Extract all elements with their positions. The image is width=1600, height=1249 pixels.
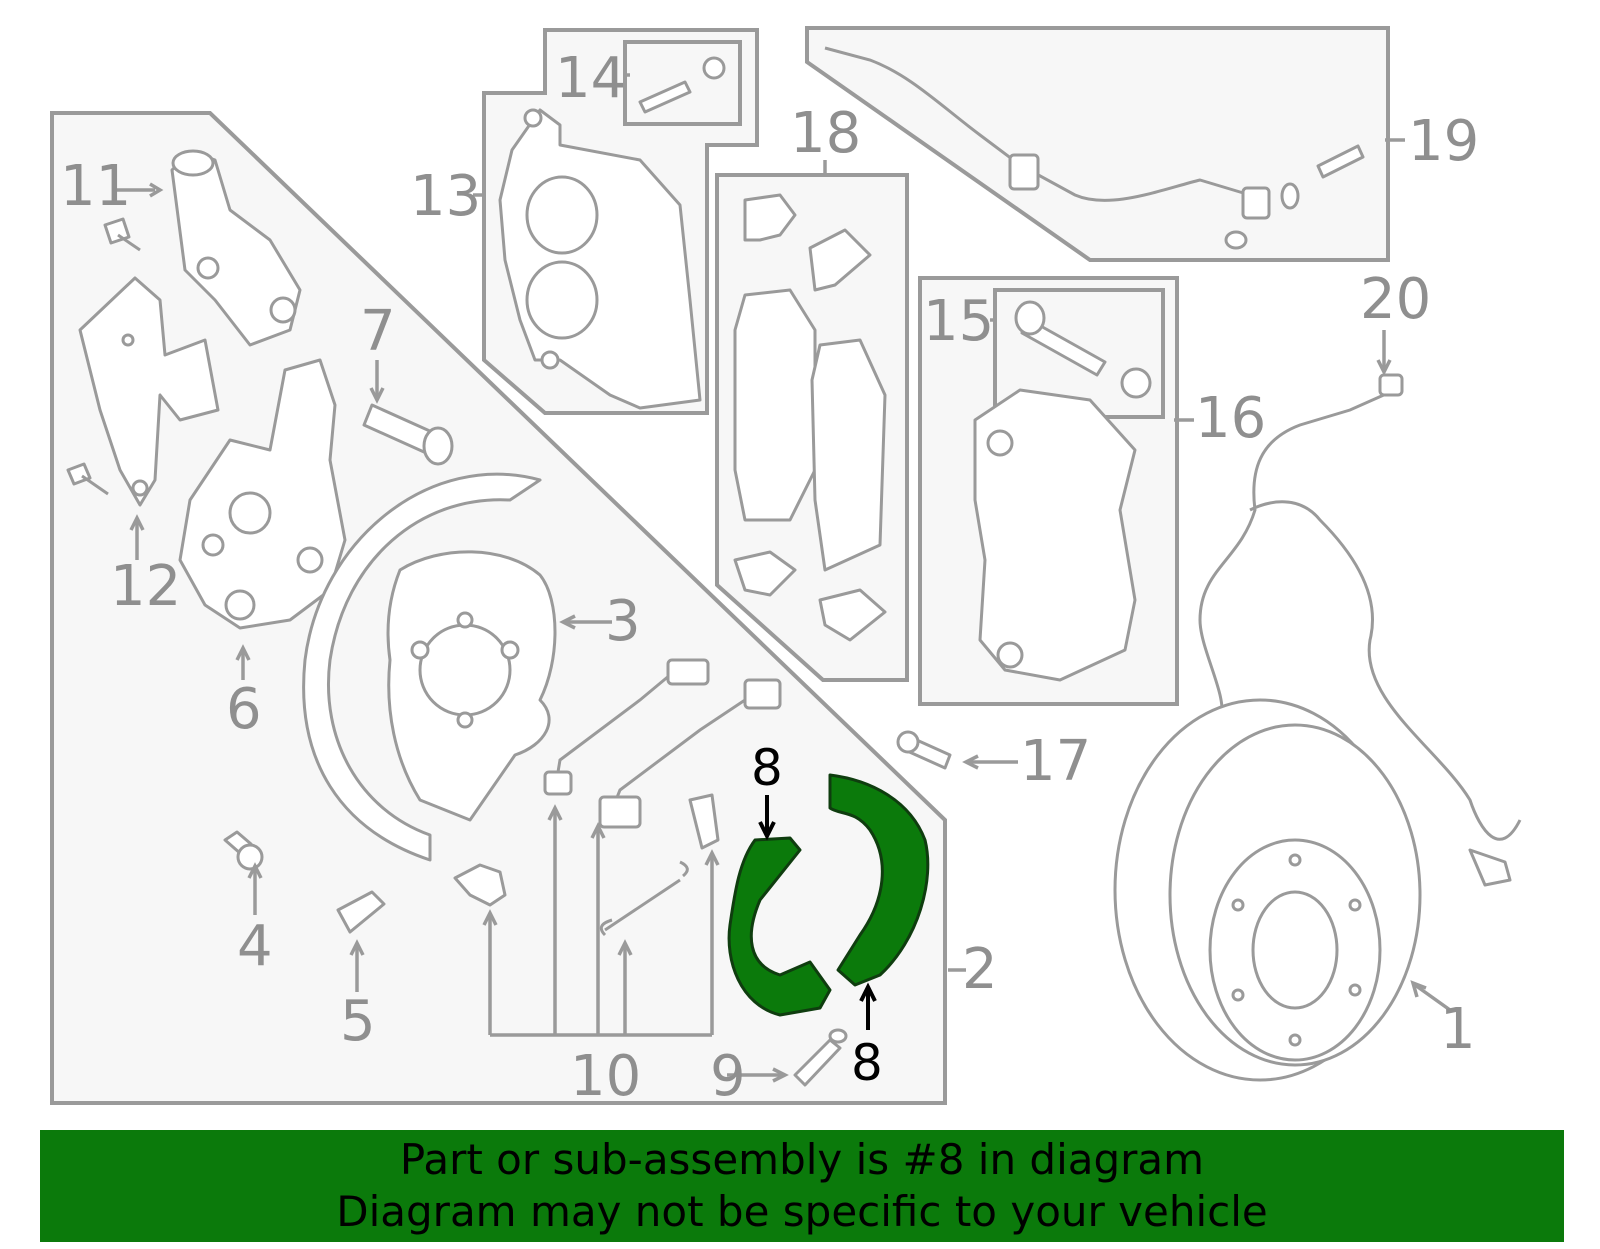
callout-19: 19: [1408, 109, 1479, 174]
wheel-speed-sensor-20-part: [1198, 373, 1522, 887]
callout-20: 20: [1360, 267, 1431, 332]
callout-10: 10: [570, 1044, 641, 1109]
pin-7-part: [362, 403, 454, 466]
callout-8-upper[interactable]: 8: [751, 739, 783, 797]
banner-line-2: Diagram may not be specific to your vehi…: [336, 1187, 1268, 1236]
hardware-kit-10-part: [453, 658, 782, 937]
callout-5: 5: [340, 989, 376, 1054]
backing-plate-part: [302, 472, 557, 862]
callout-6: 6: [226, 677, 262, 742]
brake-rotor-1-part: [1113, 698, 1422, 1082]
actuator-part: [103, 149, 302, 347]
banner-line-1: Part or sub-assembly is #8 in diagram: [399, 1135, 1205, 1184]
callout-1: 1: [1440, 997, 1476, 1062]
clip-5-part: [336, 890, 386, 934]
callout-13: 13: [410, 164, 481, 229]
brake-hose-19-part: [824, 46, 1365, 250]
callout-2: 2: [962, 937, 998, 1002]
callout-15: 15: [923, 289, 994, 354]
callout-16: 16: [1195, 386, 1266, 451]
stud-9-part: [793, 1028, 848, 1087]
caliper-bracket-16-part: [973, 388, 1137, 682]
leader-lines: [117, 73, 1452, 1083]
bracket-part: [78, 276, 220, 507]
callout-4: 4: [237, 914, 273, 979]
callout-17: 17: [1020, 729, 1091, 794]
bolt-17-part: [896, 730, 952, 770]
callout-11: 11: [60, 154, 131, 219]
callout-14: 14: [555, 46, 626, 111]
guide-pin-14-part: [638, 56, 726, 114]
brake-pads-18-part: [733, 193, 887, 642]
bolt-4-part: [223, 830, 264, 871]
parking-brake-shoes-8-highlighted: [727, 773, 930, 1017]
callout-7: 7: [360, 299, 396, 364]
caliper-housing-part: [178, 358, 347, 630]
callout-12: 12: [110, 554, 181, 619]
callout-18: 18: [790, 101, 861, 166]
callout-9: 9: [710, 1044, 746, 1109]
guide-pin-15-part: [1014, 300, 1152, 399]
caliper-13-part: [498, 108, 702, 410]
bolt-small: [66, 462, 109, 496]
callout-3: 3: [605, 589, 641, 654]
callout-8-lower[interactable]: 8: [851, 1034, 883, 1092]
info-banner: Part or sub-assembly is #8 in diagram Di…: [40, 1130, 1564, 1242]
